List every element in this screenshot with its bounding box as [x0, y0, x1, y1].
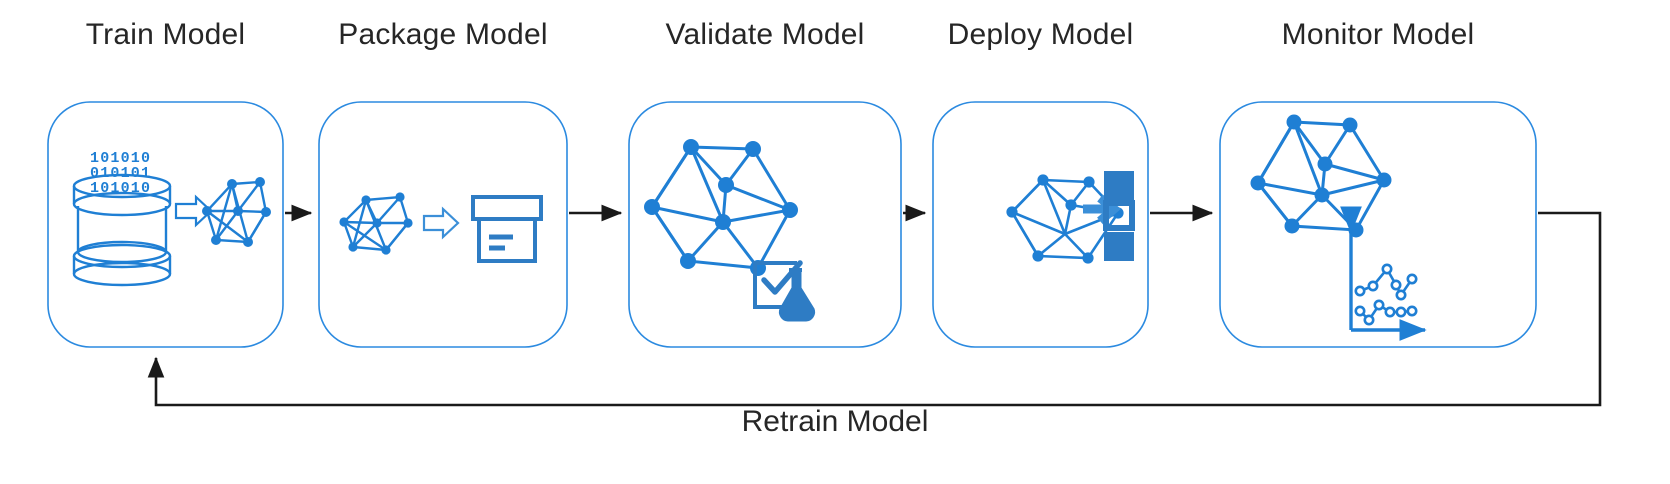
svg-text:101010: 101010 [90, 150, 151, 167]
deploy-model-illustration [1006, 171, 1135, 264]
package-box-icon [471, 195, 543, 263]
step-card-package-model[interactable] [318, 101, 568, 348]
train-model-illustration: 101010 010101 101010 [72, 150, 271, 287]
step-title-deploy-model: Deploy Model [947, 18, 1134, 51]
flask-icon [778, 268, 816, 322]
neural-network-icon [202, 177, 271, 247]
transform-arrow-icon [174, 194, 213, 228]
step-card-validate-model[interactable] [628, 101, 902, 348]
binary-digits: 101010 010101 101010 [90, 150, 151, 197]
database-icon [72, 173, 172, 287]
step-title-package-model: Package Model [338, 18, 548, 51]
validate-model-illustration [644, 139, 816, 322]
neural-network-icon [644, 139, 798, 276]
neural-network-icon [339, 192, 413, 255]
svg-text:010101: 010101 [90, 165, 151, 182]
monitor-model-illustration [1250, 114, 1427, 341]
transform-arrow-icon [422, 206, 460, 240]
step-title-monitor-model: Monitor Model [1281, 18, 1475, 51]
retrain-loop-path [147, 211, 1602, 407]
server-stack-icon [1103, 171, 1135, 261]
step-card-monitor-model[interactable] [1219, 101, 1537, 348]
package-model-illustration [339, 192, 543, 263]
retrain-loop-label: Retrain Model [741, 405, 929, 438]
step-title-validate-model: Validate Model [665, 18, 865, 51]
step-title-train-model: Train Model [85, 18, 246, 51]
line-chart-icon [1340, 206, 1427, 341]
